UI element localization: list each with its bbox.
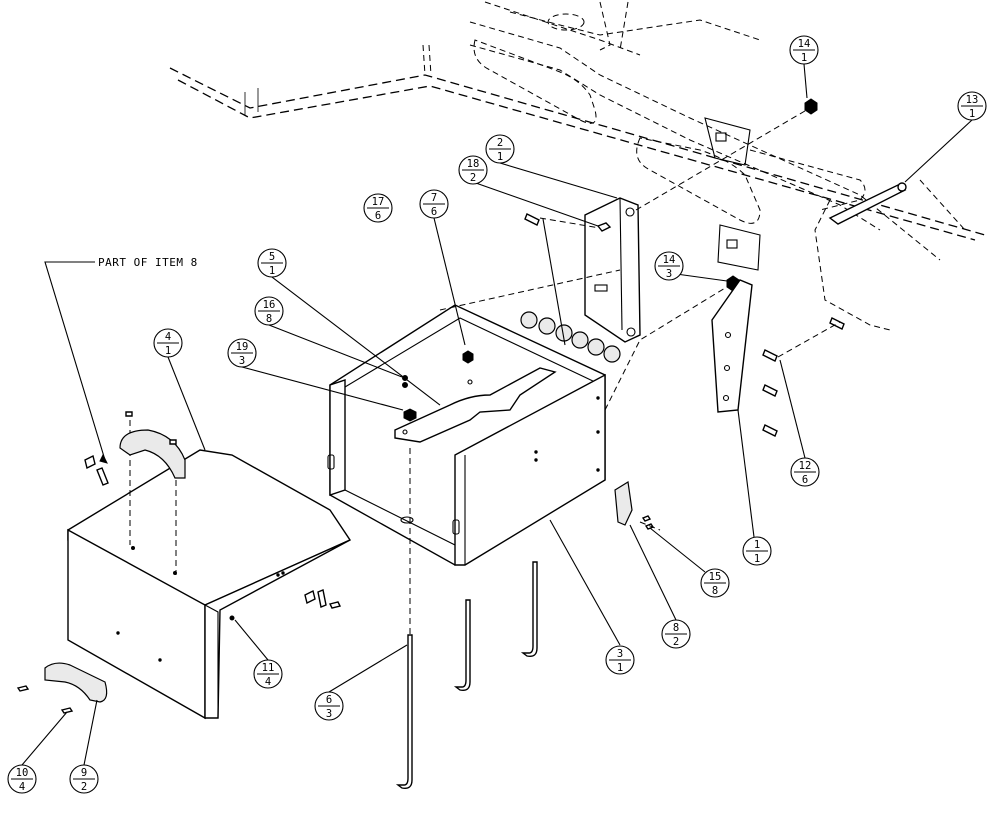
callout-item-number: 13 xyxy=(966,94,979,106)
callout-item-number: 17 xyxy=(372,196,385,208)
callout-c2: 21 xyxy=(485,134,515,164)
callout-c6: 63 xyxy=(314,691,344,721)
callout-quantity: 3 xyxy=(239,355,245,367)
battery-box xyxy=(327,304,606,566)
callout-quantity: 2 xyxy=(470,172,476,184)
battery-cover xyxy=(67,420,352,720)
latch xyxy=(614,481,655,530)
callout-quantity: 6 xyxy=(802,474,808,486)
callout-c13: 131 xyxy=(957,91,987,121)
leader-lines xyxy=(21,63,973,766)
callout-c3: 31 xyxy=(605,645,635,675)
callout-item-number: 16 xyxy=(263,299,276,311)
callout-quantity: 1 xyxy=(269,265,275,277)
callout-c8: 82 xyxy=(661,619,691,649)
part-of-item-note: PART OF ITEM 8 xyxy=(98,256,198,269)
callout-item-number: 12 xyxy=(799,460,812,472)
callout-item-number: 7 xyxy=(431,192,437,204)
callout-item-number: 1 xyxy=(754,539,760,551)
callout-item-number: 14 xyxy=(798,38,811,50)
callout-item-number: 8 xyxy=(673,622,679,634)
callout-c18: 182 xyxy=(458,155,488,185)
callout-item-number: 15 xyxy=(709,571,722,583)
callout-quantity: 4 xyxy=(19,781,25,793)
callout-quantity: 4 xyxy=(265,676,271,688)
pin-rod xyxy=(828,182,907,225)
callout-quantity: 1 xyxy=(801,52,807,64)
callout-quantity: 2 xyxy=(81,781,87,793)
callout-c17: 176 xyxy=(363,193,393,223)
callout-c15: 158 xyxy=(700,568,730,598)
callout-item-number: 11 xyxy=(262,662,275,674)
callout-c12: 126 xyxy=(790,457,820,487)
callout-c10: 104 xyxy=(7,764,37,794)
callout-quantity: 1 xyxy=(497,151,503,163)
callout-item-number: 3 xyxy=(617,648,623,660)
callout-c14a: 141 xyxy=(789,35,819,65)
callout-c9: 92 xyxy=(69,764,99,794)
callout-quantity: 8 xyxy=(712,585,718,597)
callout-quantity: 3 xyxy=(666,268,672,280)
callout-item-number: 18 xyxy=(467,158,480,170)
handles xyxy=(16,411,186,714)
grommets xyxy=(520,311,621,363)
callout-quantity: 1 xyxy=(754,553,760,565)
callout-c5: 51 xyxy=(257,248,287,278)
mount-plate xyxy=(524,197,641,343)
nuts-washers xyxy=(402,98,818,422)
callout-quantity: 6 xyxy=(431,206,437,218)
callout-quantity: 8 xyxy=(266,313,272,325)
machine-frame-phantom xyxy=(169,1,986,331)
callout-quantity: 1 xyxy=(165,345,171,357)
callout-quantity: 1 xyxy=(617,662,623,674)
callout-item-number: 19 xyxy=(236,341,249,353)
callout-c4: 41 xyxy=(153,328,183,358)
callout-item-number: 14 xyxy=(663,254,676,266)
callout-item-number: 4 xyxy=(165,331,171,343)
j-bolts xyxy=(395,448,538,790)
callout-quantity: 1 xyxy=(969,108,975,120)
callout-item-number: 6 xyxy=(326,694,332,706)
callout-group: 1121314151637682921041141261311411431581… xyxy=(7,35,987,794)
callout-item-number: 2 xyxy=(497,137,503,149)
callout-c16: 168 xyxy=(254,296,284,326)
cover-clips xyxy=(84,454,342,609)
callout-c1: 11 xyxy=(742,536,772,566)
callout-item-number: 10 xyxy=(16,767,29,779)
callout-quantity: 6 xyxy=(375,210,381,222)
assembly-lines xyxy=(439,107,841,531)
callout-item-number: 9 xyxy=(81,767,87,779)
callout-quantity: 2 xyxy=(673,636,679,648)
callout-c7: 76 xyxy=(419,189,449,219)
hold-down-bracket xyxy=(394,367,557,443)
callout-c14b: 143 xyxy=(654,251,684,281)
callout-c19: 193 xyxy=(227,338,257,368)
callout-c11: 114 xyxy=(253,659,283,689)
callout-item-number: 5 xyxy=(269,251,275,263)
support-bracket xyxy=(711,279,845,437)
callout-quantity: 3 xyxy=(326,708,332,720)
